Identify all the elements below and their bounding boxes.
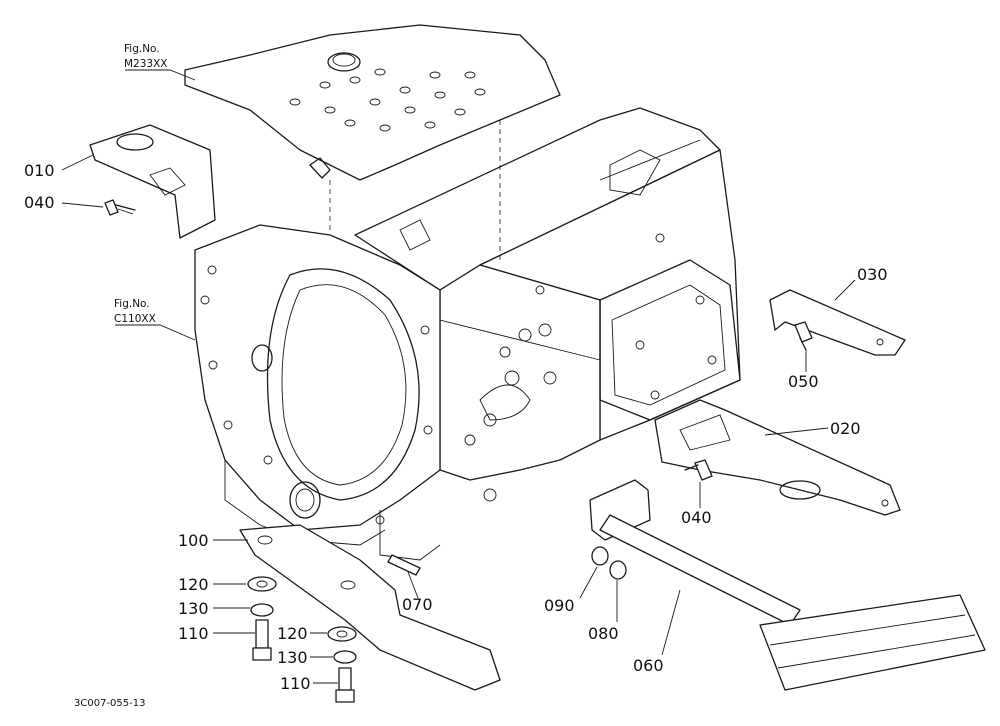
label-040-left: 040 — [24, 193, 55, 212]
label-120-a: 120 — [178, 575, 209, 594]
label-120-b: 120 — [277, 624, 308, 643]
label-060: 060 — [633, 656, 664, 675]
bolt-110-a[interactable] — [252, 619, 272, 661]
label-040-right: 040 — [681, 508, 712, 527]
bracket-010[interactable] — [89, 124, 216, 239]
bolt-040-right[interactable] — [684, 459, 713, 481]
plate-030[interactable] — [769, 289, 906, 356]
washer-120-b[interactable] — [327, 626, 357, 642]
nut-080[interactable] — [609, 560, 627, 580]
label-080: 080 — [588, 624, 619, 643]
lockwasher-130-a[interactable] — [250, 603, 274, 617]
stud-070[interactable] — [387, 554, 421, 576]
label-130-b: 130 — [277, 648, 308, 667]
bolt-110-b[interactable] — [335, 667, 355, 703]
label-100: 100 — [178, 531, 209, 550]
lockwasher-130-b[interactable] — [333, 650, 357, 664]
label-110-b: 110 — [280, 674, 311, 693]
bracket-020[interactable] — [654, 399, 901, 516]
fig-ref-m233-line2: M233XX — [124, 58, 168, 70]
washer-120-a[interactable] — [247, 576, 277, 592]
nut-090[interactable] — [591, 546, 609, 566]
drawing-code: 3C007-055-13 — [74, 698, 145, 709]
label-090: 090 — [544, 596, 575, 615]
flange-housing — [194, 224, 441, 561]
label-050: 050 — [788, 372, 819, 391]
label-070: 070 — [402, 595, 433, 614]
label-110-a: 110 — [178, 624, 209, 643]
label-010: 010 — [24, 161, 55, 180]
fig-ref-m233-line1: Fig.No. — [124, 43, 160, 55]
transmission-case — [354, 107, 741, 502]
fig-ref-c110-line2: C110XX — [114, 313, 156, 325]
step-060[interactable] — [589, 479, 986, 691]
label-030: 030 — [857, 265, 888, 284]
label-130-a: 130 — [178, 599, 209, 618]
fig-ref-c110-line1: Fig.No. — [114, 298, 150, 310]
top-cover-plate — [184, 24, 561, 181]
label-020: 020 — [830, 419, 861, 438]
bolt-040-left[interactable] — [104, 199, 136, 216]
bolt-050[interactable] — [794, 321, 813, 351]
leader-lines — [61, 154, 856, 684]
step-bracket-100[interactable] — [239, 524, 501, 691]
